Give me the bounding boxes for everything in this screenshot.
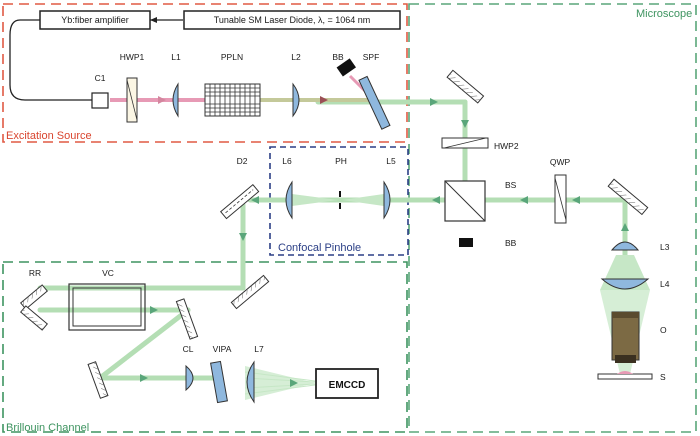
- retro-reflector-rr: [19, 284, 49, 331]
- label-bb-mid: BB: [505, 238, 517, 248]
- pinhole-cone-left: [292, 194, 338, 206]
- svg-text:Yb:fiber amplifier: Yb:fiber amplifier: [61, 15, 129, 25]
- cylindrical-lens-cl: [185, 364, 194, 392]
- lens-l1: [172, 82, 179, 118]
- label-hwp2: HWP2: [494, 141, 519, 151]
- beam-splitter-bs: [444, 180, 486, 222]
- label-l7: L7: [254, 344, 264, 354]
- optical-fiber: [9, 19, 92, 101]
- label-rr: RR: [29, 268, 41, 278]
- label-ppln: PPLN: [221, 52, 243, 62]
- excitation-source-title: Excitation Source: [6, 130, 92, 142]
- label-l5: L5: [386, 156, 396, 166]
- pink-arrow: [158, 96, 166, 104]
- short-pass-filter-spf: [358, 75, 391, 130]
- vipa-etalon: [210, 360, 228, 404]
- confocal-pinhole-title: Confocal Pinhole: [278, 242, 361, 254]
- label-cl: CL: [183, 344, 194, 354]
- microscope-title: Microscope: [636, 8, 692, 20]
- green-beam-paths: [37, 99, 628, 381]
- lens-l5: [383, 180, 391, 220]
- beam-block-mid: [459, 238, 473, 247]
- lens-l6: [285, 180, 293, 220]
- label-bb-top: BB: [332, 52, 344, 62]
- sample-s: [597, 371, 653, 380]
- pinhole-cone-right: [342, 194, 384, 206]
- hwp1-waveplate: [126, 77, 138, 123]
- label-l3: L3: [660, 242, 670, 252]
- beam-block-top: [336, 58, 356, 77]
- amp-link-arrow: [150, 17, 157, 23]
- emccd-detector: EMCCD: [315, 368, 379, 399]
- collimator-c1: [91, 92, 109, 109]
- label-l1: L1: [171, 52, 181, 62]
- mirror-m3: [230, 274, 270, 310]
- label-s: S: [660, 372, 666, 382]
- mirror-d2: [219, 183, 260, 220]
- label-qwp: QWP: [550, 157, 571, 167]
- yb-fiber-amplifier: Yb:fiber amplifier: [39, 10, 151, 30]
- vc-cell: [68, 283, 146, 331]
- red-arrow: [320, 96, 328, 104]
- mirror-m4: [175, 298, 199, 340]
- brillouin-channel-region: [2, 261, 408, 433]
- label-o: O: [660, 325, 667, 335]
- svg-text:EMCCD: EMCCD: [329, 380, 366, 391]
- label-l4: L4: [660, 279, 670, 289]
- lens-l2: [292, 82, 300, 118]
- label-d2: D2: [237, 156, 248, 166]
- label-hwp1: HWP1: [120, 52, 145, 62]
- tunable-laser-diode: Tunable SM Laser Diode, λ, = 1064 nm: [183, 10, 401, 30]
- excitation-source-region: [2, 3, 408, 143]
- label-bs: BS: [505, 180, 517, 190]
- ppln-crystal: [204, 83, 261, 117]
- vipa-fan-beam: [245, 366, 315, 400]
- lens-l4: [600, 278, 650, 290]
- label-vc: VC: [102, 268, 114, 278]
- label-spf: SPF: [363, 52, 380, 62]
- beam-direction-arrows: [140, 98, 629, 387]
- mirror-m5: [87, 361, 109, 399]
- svg-text:Tunable SM Laser Diode, λ, = 1: Tunable SM Laser Diode, λ, = 1064 nm: [214, 15, 371, 25]
- microscope-region: [408, 3, 697, 433]
- label-vipa: VIPA: [213, 344, 232, 354]
- brillouin-channel-title: Brillouin Channel: [6, 422, 89, 434]
- objective-lens-o: [611, 311, 640, 363]
- lens-l7: [246, 360, 255, 404]
- mirror-m1: [446, 69, 485, 104]
- qwp-waveplate: [554, 174, 567, 224]
- label-l6: L6: [282, 156, 292, 166]
- lens-l3: [610, 241, 640, 251]
- hwp2-waveplate: [441, 137, 489, 149]
- label-c1: C1: [95, 73, 106, 83]
- label-l2: L2: [291, 52, 301, 62]
- label-ph: PH: [335, 156, 347, 166]
- mirror-m2: [607, 178, 649, 216]
